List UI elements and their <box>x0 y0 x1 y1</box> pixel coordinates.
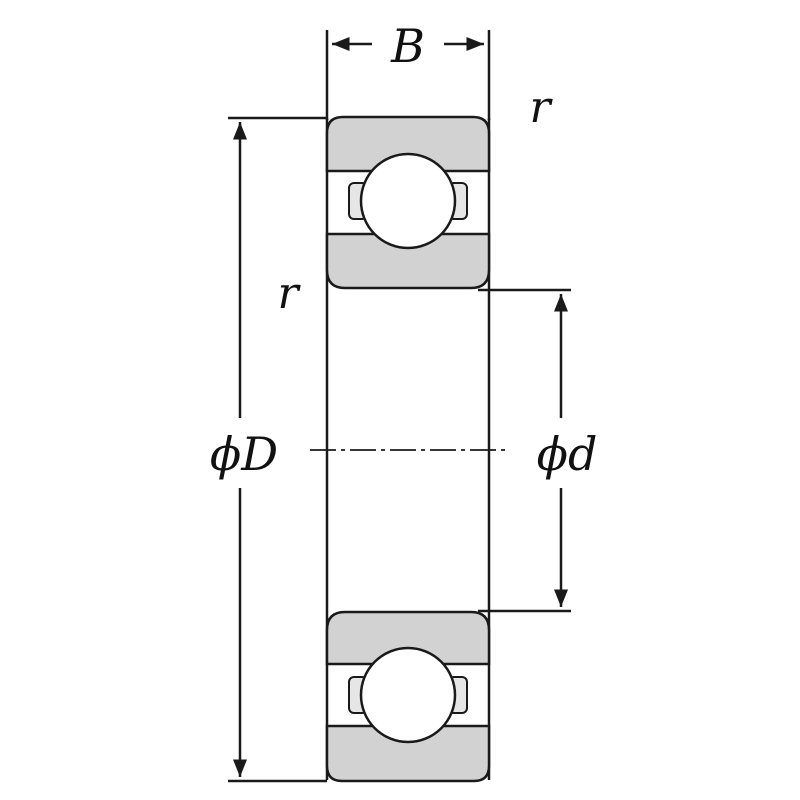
inner-diameter-label: ϕd <box>537 427 598 481</box>
chamfer-label-left: r <box>277 268 301 319</box>
inner-ring-top <box>325 232 491 290</box>
outer-diameter-dimension: ϕD <box>210 116 327 783</box>
inner-diameter-dimension: ϕd <box>478 288 598 613</box>
outer-ring-bottom <box>325 724 491 783</box>
bearing-section-bottom <box>325 610 491 783</box>
outer-diameter-label: ϕD <box>210 427 278 481</box>
width-dimension: B <box>325 19 491 120</box>
width-label: B <box>390 19 425 73</box>
ball-bottom <box>359 646 457 744</box>
ball-top <box>359 152 457 250</box>
inner-ring-bottom <box>325 610 491 666</box>
chamfer-label-top-right: r <box>529 82 553 133</box>
outer-ring-top <box>325 115 491 173</box>
bearing-section-top <box>325 115 491 290</box>
